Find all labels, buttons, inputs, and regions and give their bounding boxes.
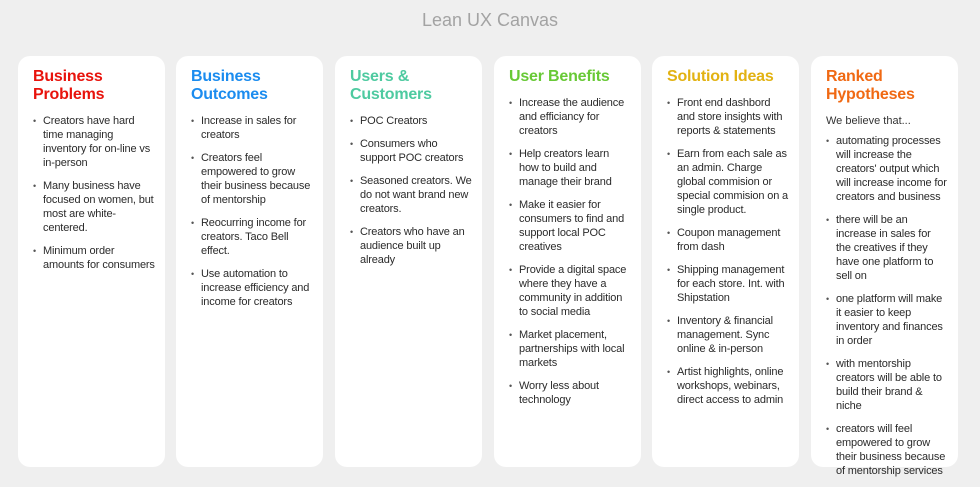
card-heading: Business Problems bbox=[33, 68, 105, 103]
list-item: Creators have hard time managing invento… bbox=[33, 114, 155, 170]
list-item: automating processes will increase the c… bbox=[826, 134, 948, 204]
list-item: POC Creators bbox=[350, 114, 472, 128]
list-item: Inventory & financial management. Sync o… bbox=[667, 314, 789, 356]
list-item: Reocurring income for creators. Taco Bel… bbox=[191, 216, 313, 258]
list-item: Artist highlights, online workshops, web… bbox=[667, 365, 789, 407]
list-item: one platform will make it easier to keep… bbox=[826, 292, 948, 348]
list-item: Seasoned creators. We do not want brand … bbox=[350, 174, 472, 216]
bullet-list: Increase the audience and efficiancy for… bbox=[509, 96, 631, 407]
list-item: Increase in sales for creators bbox=[191, 114, 313, 142]
list-item: with mentorship creators will be able to… bbox=[826, 357, 948, 413]
bullet-list: Front end dashbord and store insights wi… bbox=[667, 96, 789, 407]
list-item: Increase the audience and efficiancy for… bbox=[509, 96, 631, 138]
canvas-card-solution-ideas: Solution IdeasFront end dashbord and sto… bbox=[652, 56, 799, 467]
bullet-list: POC CreatorsConsumers who support POC cr… bbox=[350, 114, 472, 267]
canvas-card-business-problems: Business ProblemsCreators have hard time… bbox=[18, 56, 165, 467]
list-item: creators will feel empowered to grow the… bbox=[826, 422, 948, 478]
card-heading: Ranked Hypotheses bbox=[826, 68, 915, 103]
list-item: Minimum order amounts for consumers bbox=[33, 244, 155, 272]
page-title: Lean UX Canvas bbox=[421, 10, 559, 30]
list-item: Help creators learn how to build and man… bbox=[509, 147, 631, 189]
card-heading: Solution Ideas bbox=[667, 68, 774, 85]
card-heading: User Benefits bbox=[509, 68, 610, 85]
list-item: Many business have focused on women, but… bbox=[33, 179, 155, 235]
canvas-card-users-customers: Users & CustomersPOC CreatorsConsumers w… bbox=[335, 56, 482, 467]
card-heading: Business Outcomes bbox=[191, 68, 268, 103]
canvas-card-ranked-hypotheses: Ranked Hypotheses We believe that... autom… bbox=[811, 56, 958, 477]
list-item: Consumers who support POC creators bbox=[350, 137, 472, 165]
list-item: Worry less about technology bbox=[509, 379, 631, 407]
card-heading: Users & Customers bbox=[350, 68, 432, 103]
bullet-list: Creators have hard time managing invento… bbox=[33, 114, 155, 272]
canvas-card-user-benefits: User BenefitsIncrease the audience and e… bbox=[494, 56, 641, 467]
bullet-list: automating processes will increase the c… bbox=[826, 134, 948, 478]
bullet-list: Increase in sales for creatorsCreators f… bbox=[191, 114, 313, 309]
canvas-card-business-outcomes: Business OutcomesIncrease in sales for c… bbox=[176, 56, 323, 467]
list-item: Earn from each sale as an admin. Charge … bbox=[667, 147, 789, 217]
list-item: Creators feel empowered to grow their bu… bbox=[191, 151, 313, 207]
list-item: Front end dashbord and store insights wi… bbox=[667, 96, 789, 138]
card-intro: We believe that... bbox=[826, 115, 911, 127]
list-item: Creators who have an audience built up a… bbox=[350, 225, 472, 267]
list-item: Coupon management from dash bbox=[667, 226, 789, 254]
list-item: Use automation to increase efficiency an… bbox=[191, 267, 313, 309]
list-item: there will be an increase in sales for t… bbox=[826, 213, 948, 283]
list-item: Market placement, partnerships with loca… bbox=[509, 328, 631, 370]
list-item: Provide a digital space where they have … bbox=[509, 263, 631, 319]
list-item: Make it easier for consumers to find and… bbox=[509, 198, 631, 254]
list-item: Shipping management for each store. Int.… bbox=[667, 263, 789, 305]
